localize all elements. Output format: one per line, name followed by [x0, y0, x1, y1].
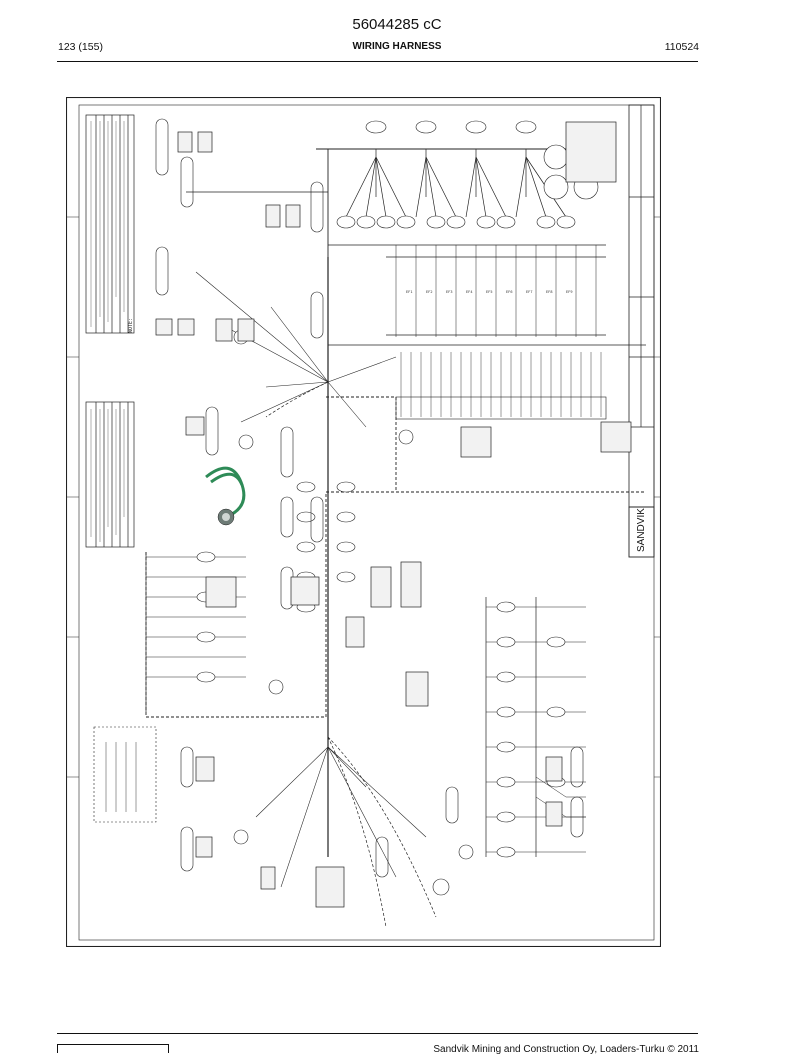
svg-text:EF6: EF6 — [506, 290, 513, 294]
doc-number: 56044285 cC — [352, 16, 442, 33]
wiring-diagram: EF1 EF2 EF3 EF4 EF5 EF6 EF7 EF8 EF9 SANDVIK NO… — [66, 97, 661, 947]
svg-text:EF5: EF5 — [486, 290, 493, 294]
svg-text:EF8: EF8 — [546, 290, 553, 294]
header-rule — [57, 61, 698, 62]
date-code: 110524 — [664, 41, 699, 53]
footer-logo — [57, 1044, 169, 1053]
brand-label: SANDVIK — [636, 508, 647, 552]
svg-text:EF3: EF3 — [446, 290, 453, 294]
svg-text:EF4: EF4 — [466, 290, 473, 294]
footer-rule — [57, 1033, 698, 1034]
svg-text:EF9: EF9 — [566, 290, 573, 294]
svg-text:EF2: EF2 — [426, 290, 433, 294]
svg-text:EF1: EF1 — [406, 290, 413, 294]
notes-heading: NOTE: — [128, 318, 134, 333]
svg-text:EF7: EF7 — [526, 290, 533, 294]
page-number: 123 (155) — [58, 41, 103, 53]
footer-copyright: Sandvik Mining and Construction Oy, Load… — [433, 1044, 699, 1055]
section-title: WIRING HARNESS — [352, 41, 442, 52]
